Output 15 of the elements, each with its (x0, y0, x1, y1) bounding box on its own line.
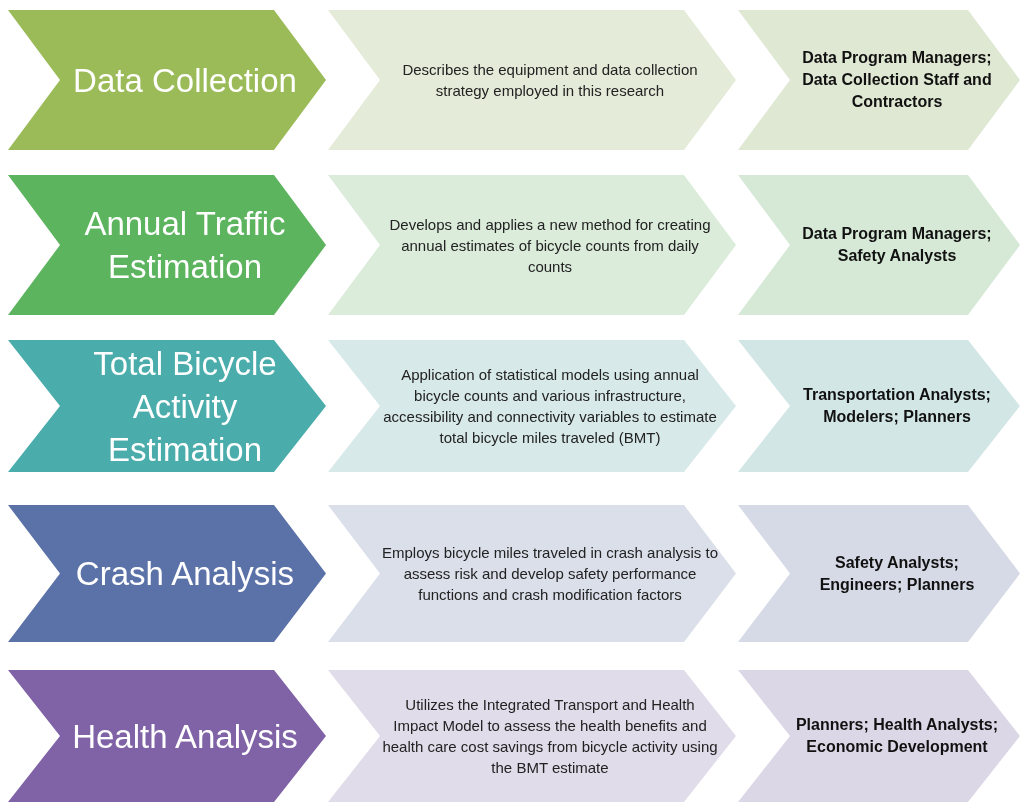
stage-title: Health Analysis (72, 716, 298, 757)
audience-text: Data Program Managers; Data Collection Staff and Contractors (801, 48, 993, 112)
audience-text: Planners; Health Analysts; Economic Development (794, 715, 1000, 757)
audience-text: Data Program Managers; Safety Analysts (801, 224, 993, 266)
stage-description: Application of statistical models using annual bicycle counts and various infrastructure, accessibility and connectivity variables to estimate total bicycle miles traveled (BMT) (382, 365, 718, 448)
stage-title: Total Bicycle Activity Estimation (92, 343, 278, 470)
audience-text: Transportation Analysts; Modelers; Planners (802, 385, 992, 427)
stage-description: Develops and applies a new method for creating annual estimates of bicycle counts from daily counts (388, 214, 712, 277)
stage-description: Employs bicycle miles traveled in crash analysis to assess risk and develop safety performance functions and crash modification factors (382, 543, 718, 605)
stage-title: Crash Analysis (75, 554, 295, 594)
stage-description: Describes the equipment and data collection strategy employed in this research (401, 60, 699, 101)
stage-title: Data Collection (73, 60, 297, 101)
stage-description: Utilizes the Integrated Transport and Health Impact Model to assess the health benefits and health care cost savings from bicycle activity using the BMT estimate (382, 695, 718, 778)
audience-text: Safety Analysts; Engineers; Planners (818, 552, 976, 595)
stage-title: Annual Traffic Estimation (83, 204, 287, 287)
